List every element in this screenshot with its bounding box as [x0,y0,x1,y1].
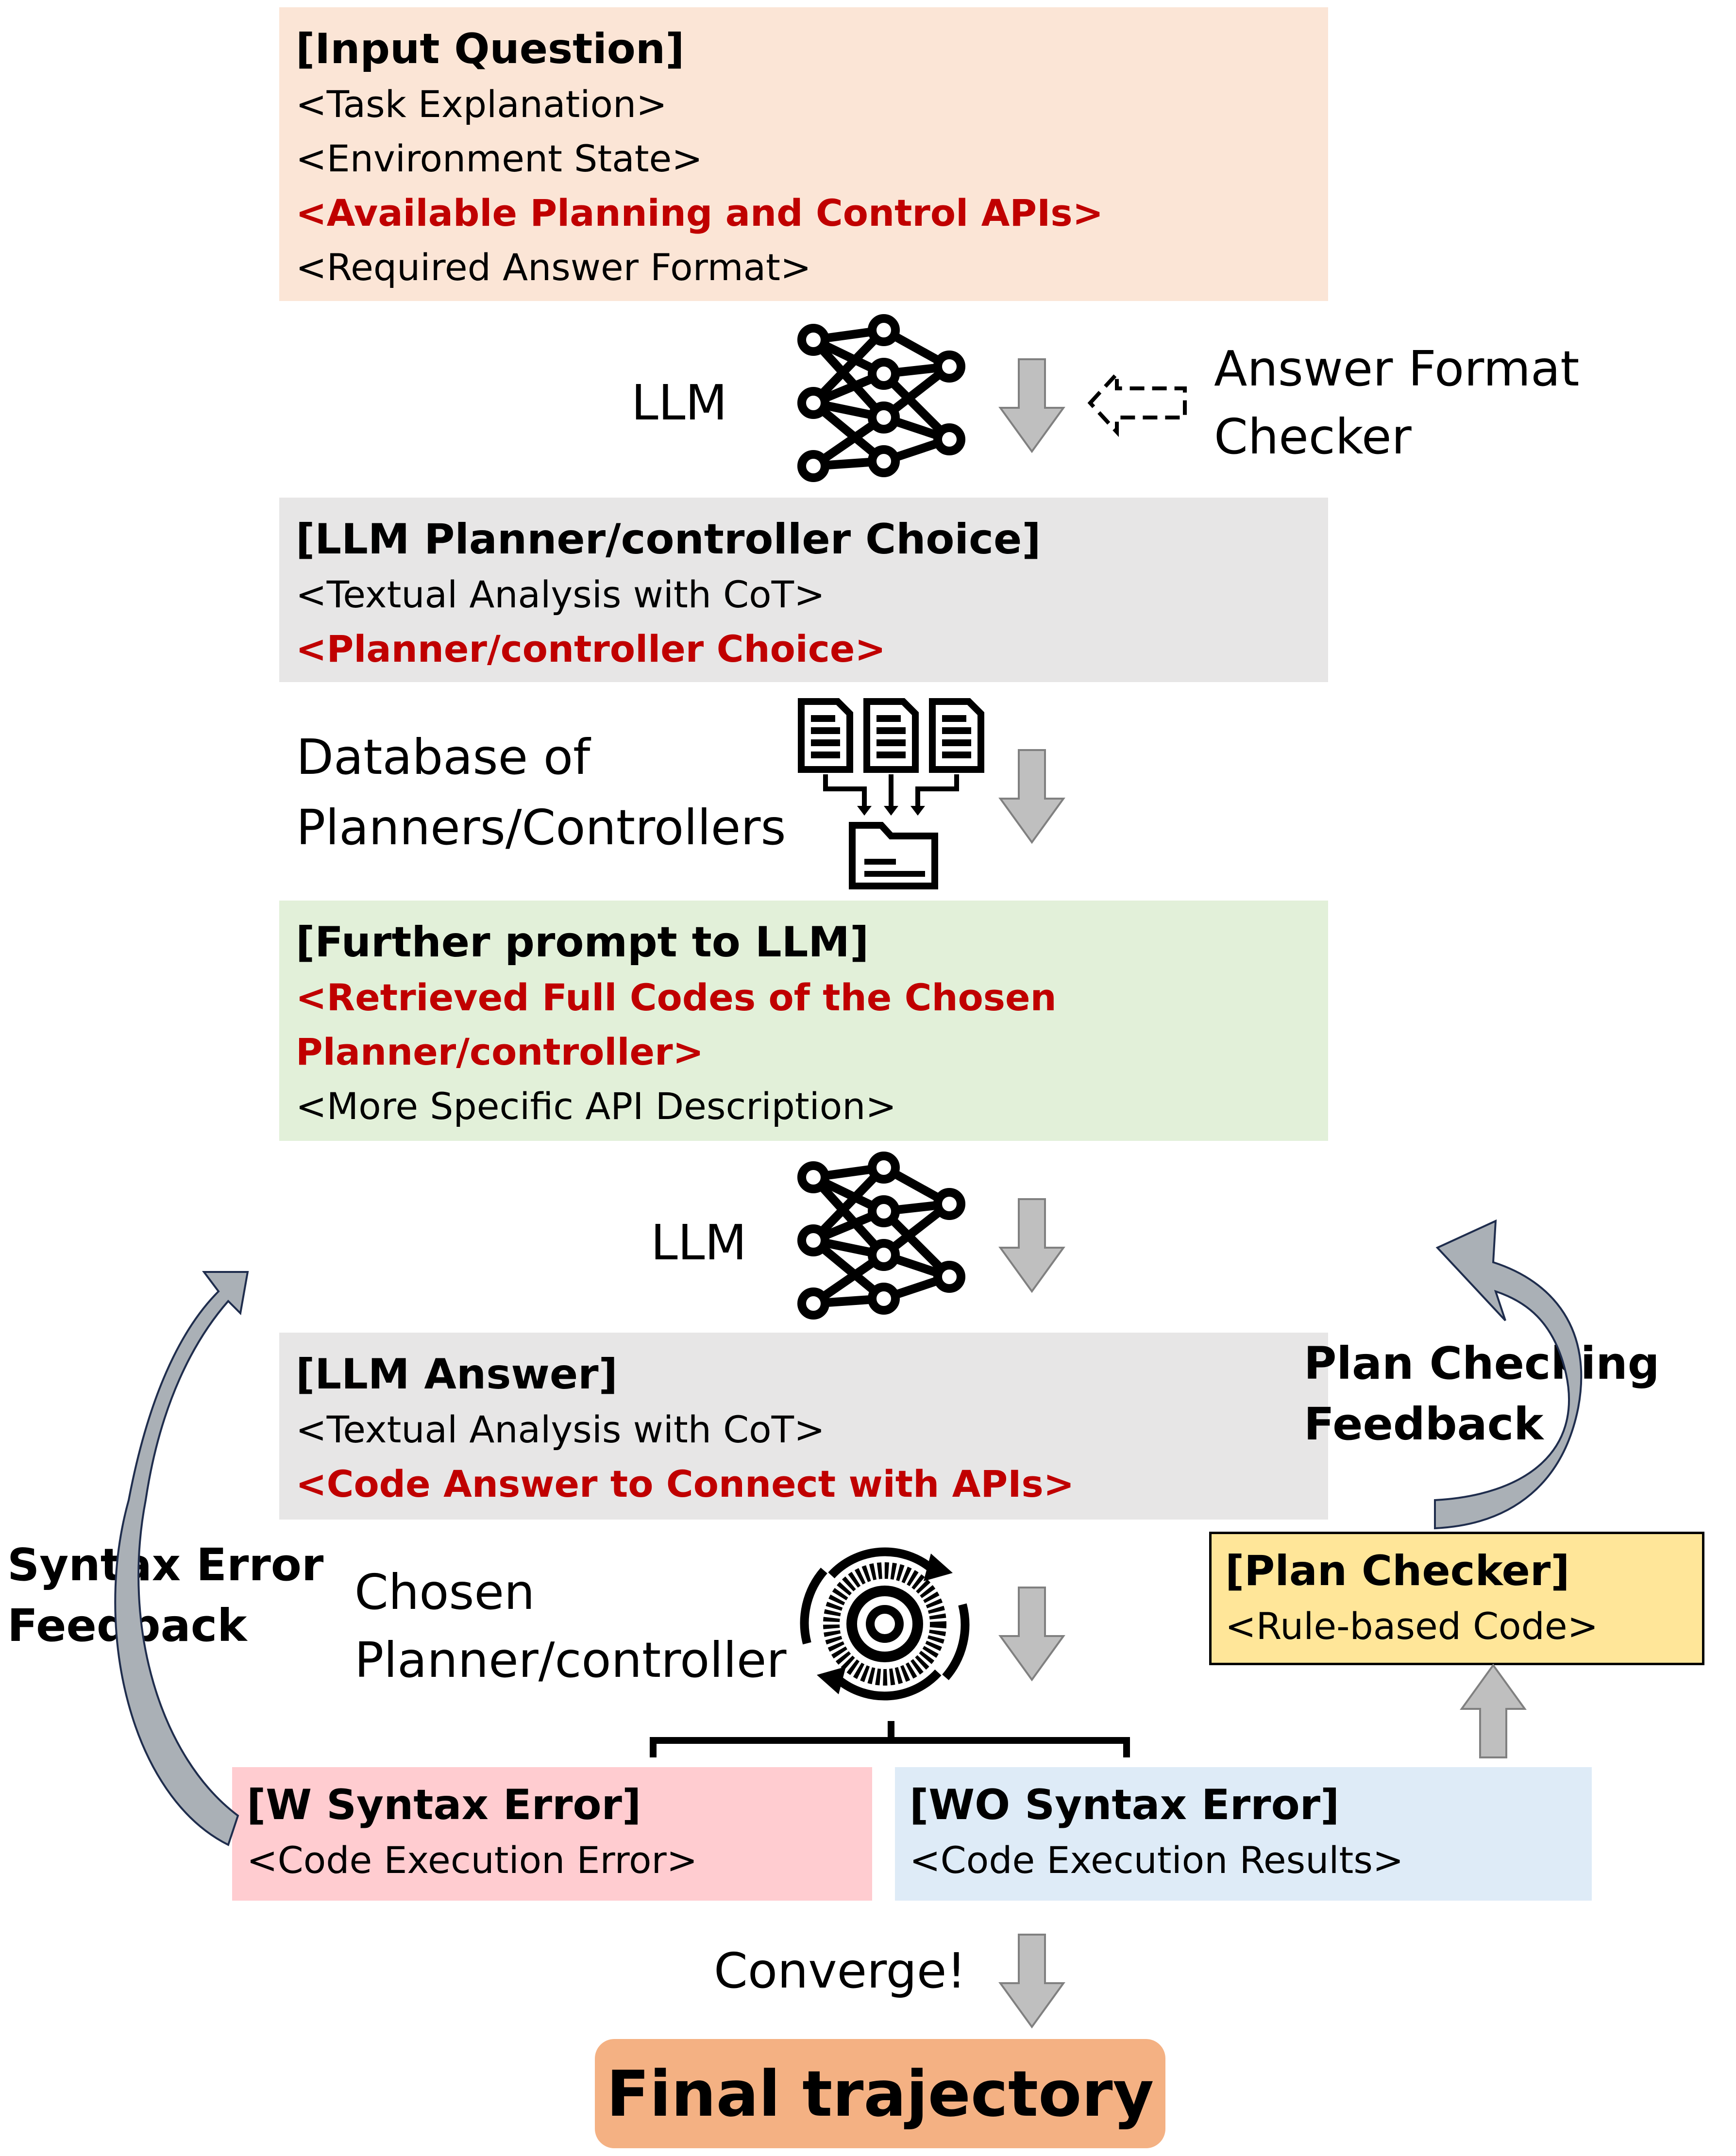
llm-answer-title: [LLM Answer] [296,1350,618,1399]
down-arrow-icon [999,749,1064,843]
code-execution-results-line: <Code Execution Results> [910,1838,1404,1882]
down-arrow-icon [999,1587,1064,1681]
chosen-planner-line: Planner/controller> [296,1030,704,1073]
llm-answer-box: [LLM Answer] <Textual Analysis with CoT>… [279,1333,1328,1520]
rule-based-code-line: <Rule-based Code> [1225,1604,1599,1648]
curved-arrow-icon [1434,1219,1583,1530]
wo-syntax-error-box: [WO Syntax Error] <Code Execution Result… [895,1767,1592,1901]
chosen-planner-label-line2: Planner/controller [354,1632,787,1688]
database-label-line2: Planners/Controllers [296,799,786,856]
api-description-line: <More Specific API Description> [296,1085,897,1128]
neural-network-icon [802,1156,961,1315]
converge-label: Converge! [714,1942,966,1999]
available-apis-line: <Available Planning and Control APIs> [296,191,1104,234]
task-explanation-line: <Task Explanation> [296,83,667,126]
up-arrow-icon [1461,1664,1526,1758]
plan-checker-title: [Plan Checker] [1225,1547,1570,1595]
syntax-error-feedback-line1: Syntax Error [7,1539,324,1591]
plan-checker-box: [Plan Checker] <Rule-based Code> [1209,1532,1704,1665]
bracket-icon [650,1721,1130,1757]
documents-to-folder-icon [801,702,981,889]
plan-checking-feedback-line1: Plan Checking [1304,1337,1660,1389]
llm-label-2: LLM [651,1214,747,1271]
answer-format-checker-line2: Checker [1214,408,1412,465]
input-question-box: [Input Question] <Task Explanation> <Env… [279,7,1328,301]
input-question-title: [Input Question] [296,25,685,73]
dashed-left-arrow-icon [1087,368,1187,437]
down-arrow-icon [999,358,1064,452]
w-syntax-error-box: [W Syntax Error] <Code Execution Error> [232,1767,872,1901]
database-label-line1: Database of [296,729,590,786]
retrieved-codes-line: <Retrieved Full Codes of the Chosen [296,976,1057,1019]
down-arrow-icon [999,1198,1064,1292]
plan-checking-feedback-line2: Feedback [1304,1398,1544,1450]
further-prompt-box: [Further prompt to LLM] <Retrieved Full … [279,901,1328,1141]
further-prompt-title: [Further prompt to LLM] [296,918,869,967]
environment-state-line: <Environment State> [296,137,703,180]
planner-choice-box: [LLM Planner/controller Choice] <Textual… [279,498,1328,682]
down-arrow-icon [999,1934,1064,2028]
final-trajectory-label: Final trajectory [606,2056,1154,2131]
w-syntax-error-title: [W Syntax Error] [247,1781,641,1829]
answer-analysis-line: <Textual Analysis with CoT> [296,1408,825,1451]
llm-label-1: LLM [631,374,727,431]
curved-arrow-icon [114,1271,249,1846]
answer-format-line: <Required Answer Format> [296,246,811,289]
gear-cycle-icon [800,1547,970,1701]
planner-choice-line: <Planner/controller Choice> [296,627,886,670]
wo-syntax-error-title: [WO Syntax Error] [910,1781,1340,1829]
code-execution-error-line: <Code Execution Error> [247,1838,698,1882]
final-trajectory-box: Final trajectory [595,2039,1165,2148]
chosen-planner-label-line1: Chosen [354,1564,535,1621]
textual-analysis-line: <Textual Analysis with CoT> [296,573,825,616]
neural-network-icon [802,318,961,478]
code-answer-line: <Code Answer to Connect with APIs> [296,1462,1075,1505]
planner-choice-title: [LLM Planner/controller Choice] [296,515,1041,564]
answer-format-checker-line1: Answer Format [1214,340,1580,397]
